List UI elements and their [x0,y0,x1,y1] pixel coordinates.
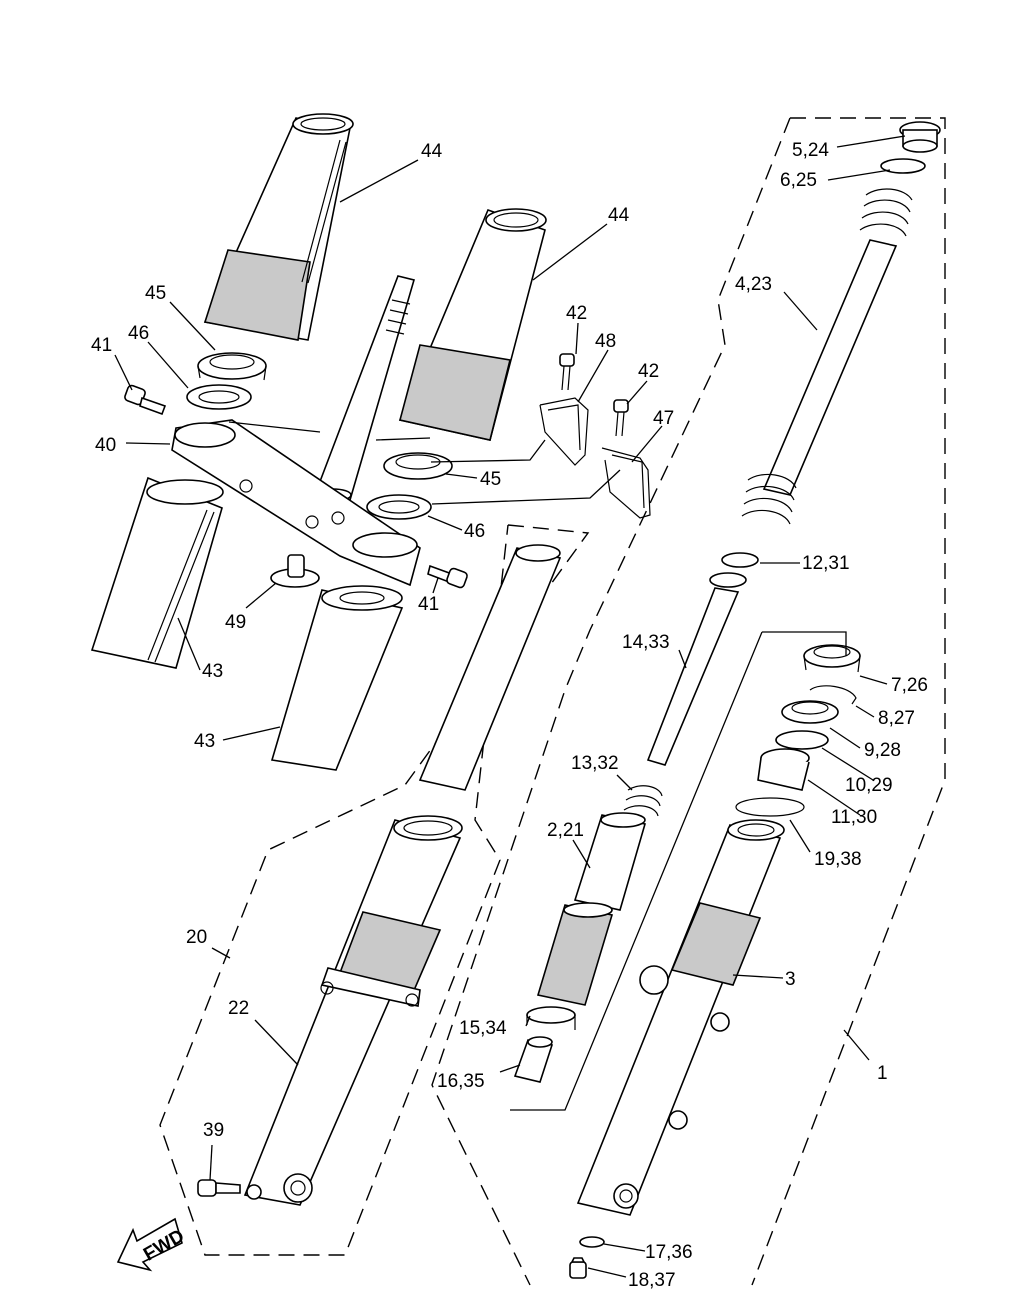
callout-46-b: 46 [464,521,485,542]
damper-rod-14-33 [646,572,747,766]
fork-boot-right [270,585,404,771]
outer-tube-22 [243,815,463,1206]
bolt-41-right [427,564,468,589]
callout-44-a: 44 [421,141,443,162]
callout-43-b: 43 [194,731,215,752]
inner-tube-20 [418,544,562,791]
washer-10-29 [775,730,829,750]
part-49 [270,554,320,588]
callout-10-29: 10,29 [845,775,893,796]
washer-46-left [186,384,252,410]
callout-42-a: 42 [566,303,587,324]
fork-cover-right [398,208,547,441]
piece-16-35 [513,1036,554,1083]
seal-45-right [383,452,453,480]
clip-8-27 [809,685,857,705]
callout-16-35: 16,35 [437,1071,485,1092]
fork-boot-left [90,476,224,669]
leader-lines [114,135,906,1278]
callout-43-a: 43 [202,661,223,682]
cap-bolt-5-24 [899,121,941,153]
callout-41-b: 41 [418,594,439,615]
dust-seal-7-26 [803,644,861,673]
callout-12-31: 12,31 [802,553,850,574]
slide-metal-2-21 [573,812,647,911]
callout-4-23: 4,23 [735,274,772,295]
cable-guide-48 [539,397,589,466]
callout-14-33: 14,33 [622,632,670,653]
cylinder-assembly [536,902,614,1006]
callout-20: 20 [186,927,207,948]
under-bracket [171,419,421,587]
callout-17-36: 17,36 [645,1242,693,1263]
bolt-18-37 [569,1257,587,1279]
fork-cover-left [203,113,354,341]
o-ring-6-25 [880,158,926,174]
spring-13-32 [623,785,663,817]
callout-9-28: 9,28 [864,740,901,761]
callout-40: 40 [95,435,116,456]
connector-lines [228,421,847,1111]
callout-15-34: 15,34 [459,1018,507,1039]
callout-13-32: 13,32 [571,753,619,774]
callout-5-24: 5,24 [792,140,829,161]
seal-45-left [197,352,267,381]
bolt-42-a [559,353,575,391]
callout-39: 39 [203,1120,224,1141]
outer-tube-3 [576,819,785,1216]
callout-11-30: 11,30 [831,807,877,828]
callout-46-a: 46 [128,323,149,344]
bushing-11-30 [757,748,810,791]
callout-18-37: 18,37 [628,1270,676,1289]
callout-49: 49 [225,612,246,633]
callout-45-a: 45 [145,283,166,304]
bolt-42-b [613,399,629,437]
callout-42-b: 42 [638,361,659,382]
callout-3: 3 [785,969,796,990]
callout-19-38: 19,38 [814,849,862,870]
callout-1: 1 [877,1063,888,1084]
callout-6-25: 6,25 [780,170,817,191]
ring-19-38 [735,797,805,817]
callout-44-b: 44 [608,205,630,226]
callout-labels: 44 44 45 46 41 40 42 48 42 47 45 46 41 4… [91,140,928,1289]
bolt-39 [197,1179,262,1200]
callout-8-27: 8,27 [878,708,915,729]
slide-metal-15-34 [526,1006,576,1030]
callout-22: 22 [228,998,249,1019]
callout-48: 48 [595,331,616,352]
cable-guide-47 [601,447,651,519]
washer-46-right [366,494,432,520]
callout-45-b: 45 [480,469,501,490]
fwd-arrow-icon: FWD [116,1217,188,1272]
callout-41-a: 41 [91,335,112,356]
callout-7-26: 7,26 [891,675,928,696]
callout-47: 47 [653,408,674,429]
oil-seal-9-28 [781,700,839,724]
assembly-1-boundary [431,117,946,1286]
fork-spring-4-23 [741,188,913,525]
bolt-41-left [124,384,167,416]
callout-2-21: 2,21 [547,820,584,841]
washer-12-31 [721,552,759,568]
washer-17-36 [579,1236,605,1248]
